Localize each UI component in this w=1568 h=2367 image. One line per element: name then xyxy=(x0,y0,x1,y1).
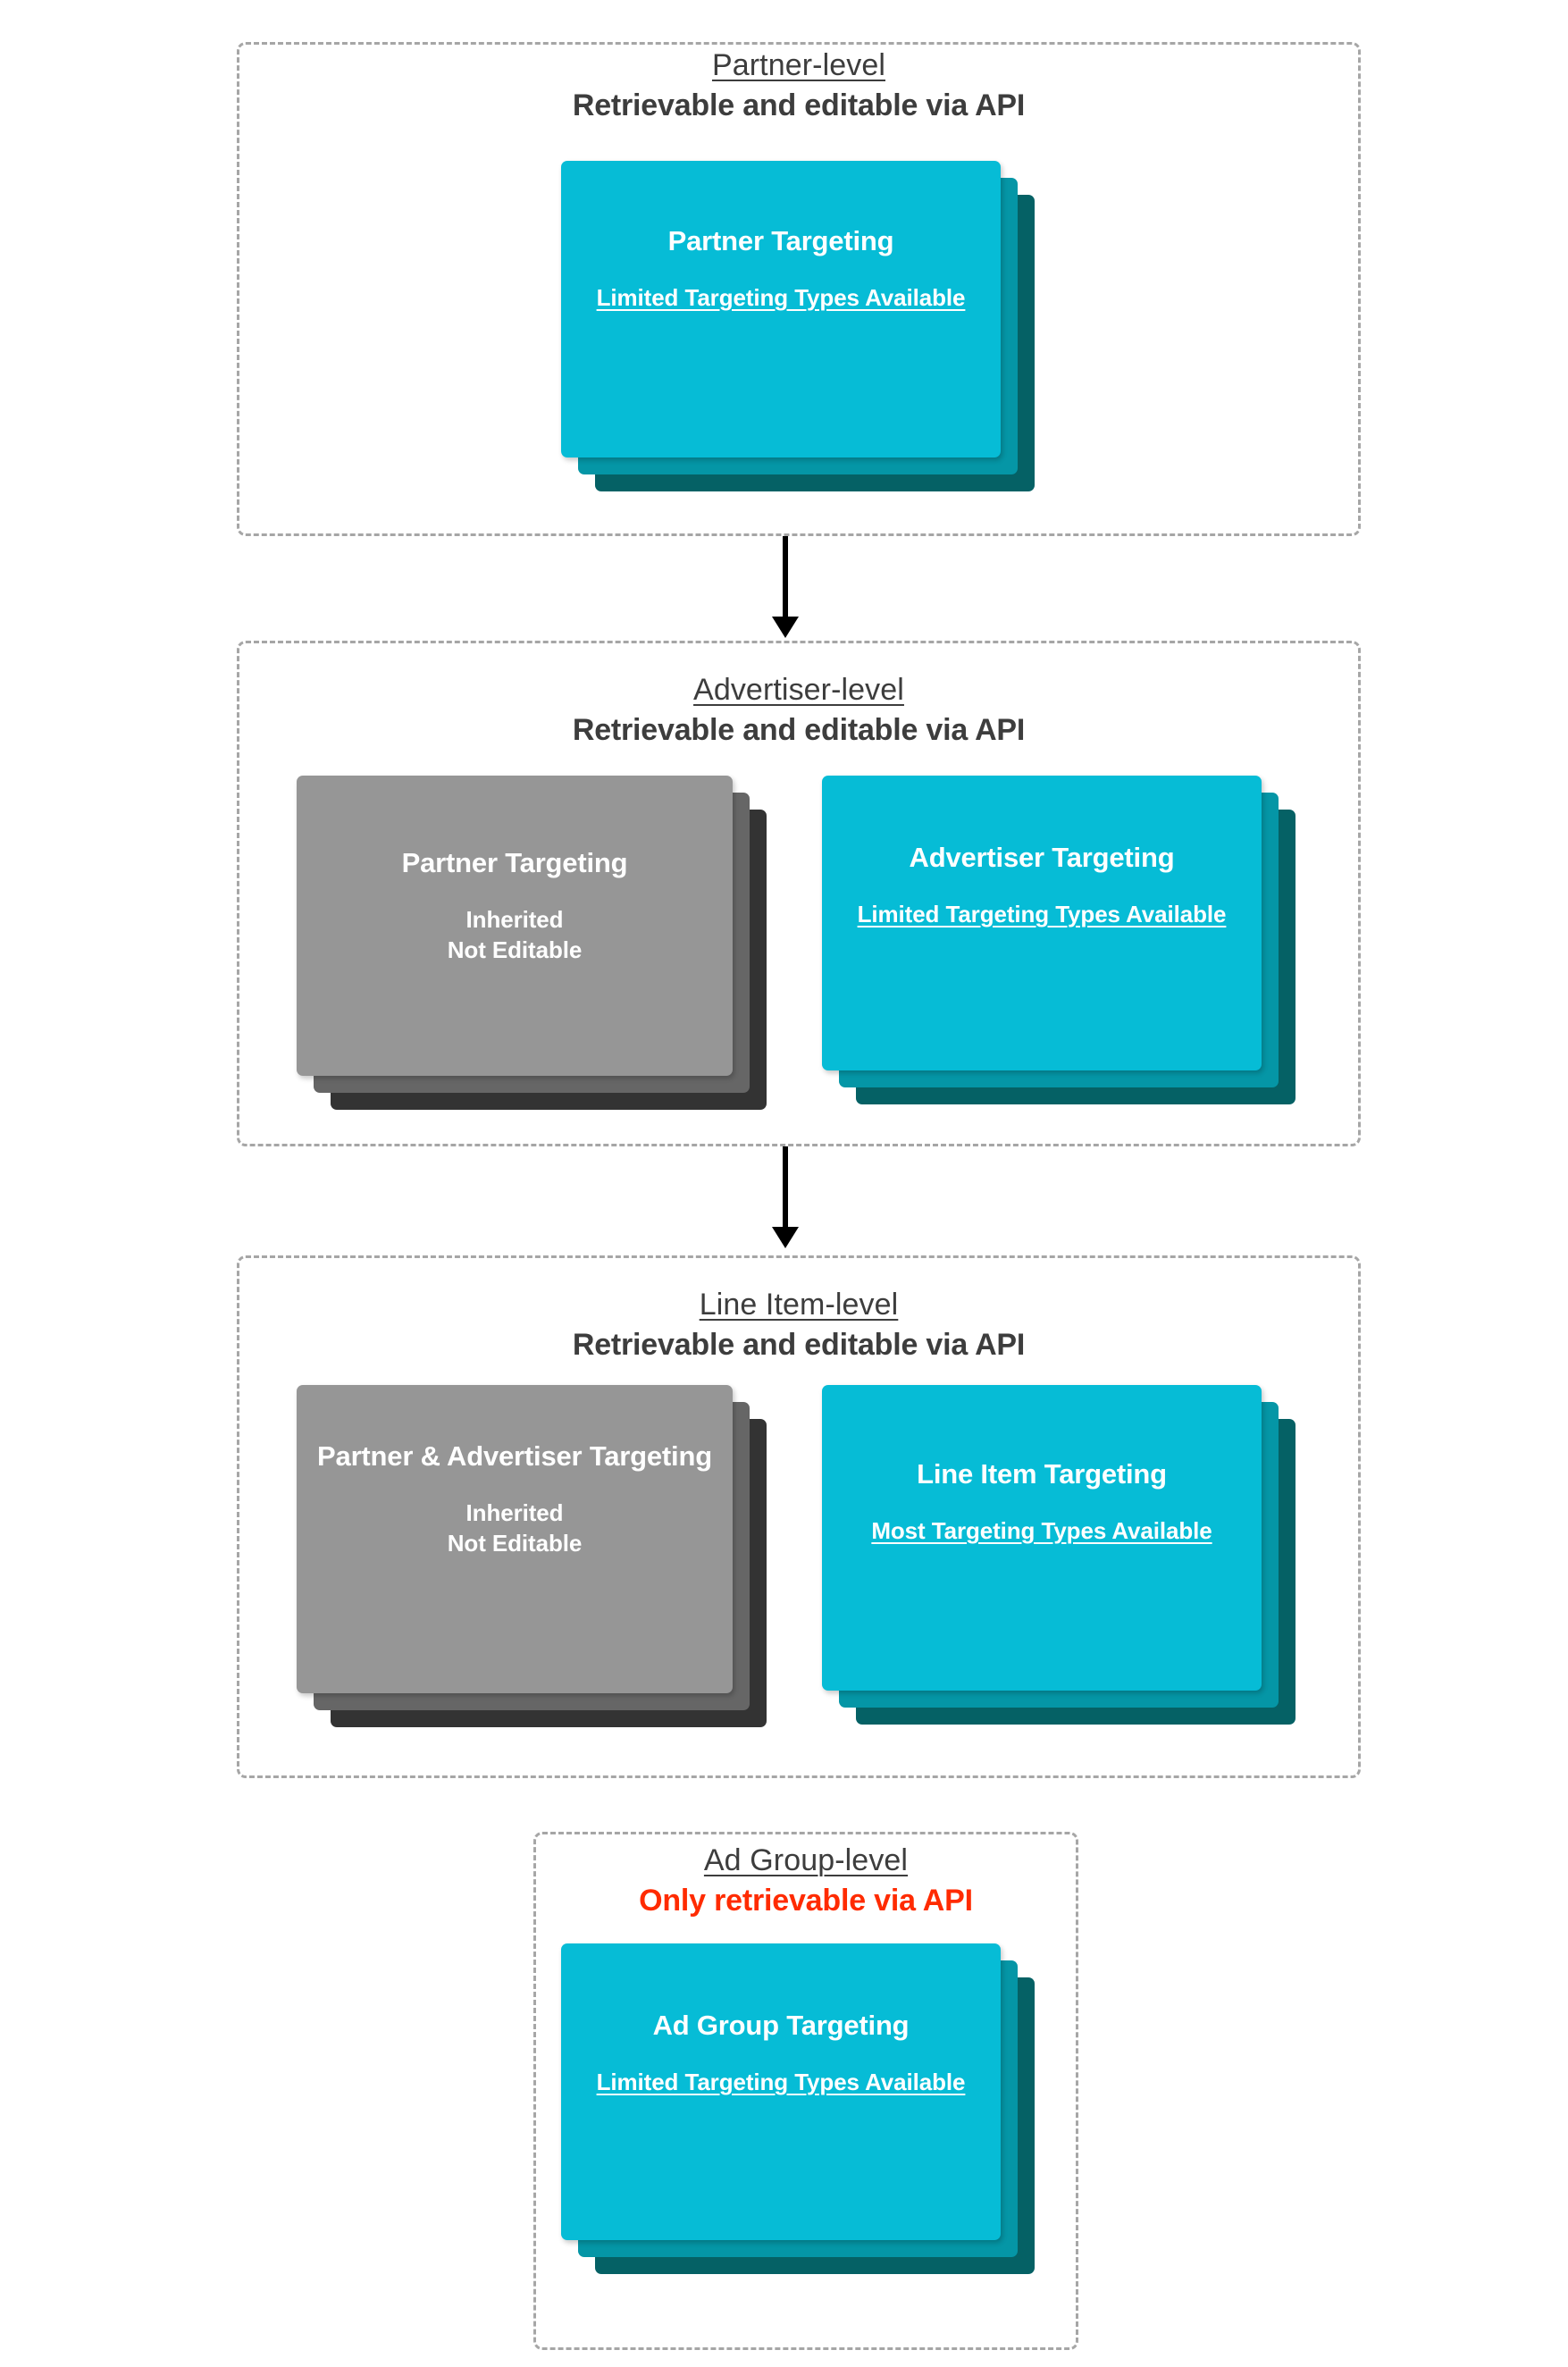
card-layer-front xyxy=(297,776,733,1076)
level-title-advertiser: Advertiser-level xyxy=(693,673,904,707)
level-header-ad-group: Ad Group-level Only retrievable via API xyxy=(533,1842,1078,1920)
card-stack-line-item-inherited[interactable]: Partner & Advertiser Targeting Inherited… xyxy=(297,1385,770,1742)
level-header-line-item: Line Item-level Retrievable and editable… xyxy=(237,1287,1361,1364)
card-body-advertiser-inherited: Partner Targeting Inherited Not Editable xyxy=(297,845,733,966)
card-stack-partner-targeting[interactable]: Partner Targeting Limited Targeting Type… xyxy=(561,161,1035,491)
card-title: Partner Targeting xyxy=(667,225,894,256)
card-title: Partner Targeting xyxy=(401,847,628,878)
level-container-partner xyxy=(237,42,1361,536)
card-layer-front xyxy=(822,1385,1262,1691)
card-body-ad-group-targeting: Ad Group Targeting Limited Targeting Typ… xyxy=(561,2008,1001,2097)
level-subtitle-advertiser: Retrievable and editable via API xyxy=(572,713,1026,748)
card-note: Limited Targeting Types Available xyxy=(596,283,966,311)
card-note: Inherited Not Editable xyxy=(447,1498,583,1557)
card-stack-advertiser-inherited[interactable]: Partner Targeting Inherited Not Editable xyxy=(297,776,770,1124)
card-note: Limited Targeting Types Available xyxy=(857,900,1227,927)
card-title: Advertiser Targeting xyxy=(909,842,1175,873)
level-container-ad-group xyxy=(533,1832,1078,2350)
card-title: Line Item Targeting xyxy=(917,1458,1167,1490)
card-body-line-item-inherited: Partner & Advertiser Targeting Inherited… xyxy=(297,1439,733,1559)
level-container-advertiser xyxy=(237,641,1361,1146)
level-header-partner: Partner-level Retrievable and editable v… xyxy=(237,47,1361,125)
card-note: Limited Targeting Types Available xyxy=(596,2068,966,2095)
card-note: Inherited Not Editable xyxy=(447,905,583,964)
level-title-line-item: Line Item-level xyxy=(699,1288,899,1322)
card-layer-front xyxy=(561,1943,1001,2240)
card-stack-line-item-targeting[interactable]: Line Item Targeting Most Targeting Types… xyxy=(822,1385,1295,1742)
level-subtitle-ad-group: Only retrievable via API xyxy=(639,1884,973,1918)
card-body-partner-targeting: Partner Targeting Limited Targeting Type… xyxy=(561,223,1001,313)
card-layer-front xyxy=(297,1385,733,1693)
level-subtitle-line-item: Retrievable and editable via API xyxy=(572,1328,1026,1363)
level-title-partner: Partner-level xyxy=(711,48,886,82)
card-layer-front xyxy=(561,161,1001,457)
level-header-advertiser: Advertiser-level Retrievable and editabl… xyxy=(237,672,1361,750)
card-layer-front xyxy=(822,776,1262,1070)
level-subtitle-partner: Retrievable and editable via API xyxy=(572,88,1026,123)
level-container-line-item xyxy=(237,1255,1361,1778)
card-note: Most Targeting Types Available xyxy=(871,1516,1212,1544)
card-stack-ad-group-targeting[interactable]: Ad Group Targeting Limited Targeting Typ… xyxy=(561,1943,1035,2283)
card-body-line-item-targeting: Line Item Targeting Most Targeting Types… xyxy=(822,1456,1262,1546)
card-title: Partner & Advertiser Targeting xyxy=(317,1440,712,1472)
card-title: Ad Group Targeting xyxy=(652,2010,910,2041)
card-stack-advertiser-targeting[interactable]: Advertiser Targeting Limited Targeting T… xyxy=(822,776,1295,1124)
card-body-advertiser-targeting: Advertiser Targeting Limited Targeting T… xyxy=(822,840,1262,929)
level-title-ad-group: Ad Group-level xyxy=(703,1843,909,1877)
connector-partner-to-advertiser xyxy=(772,536,799,638)
connector-advertiser-to-line-item xyxy=(772,1146,799,1248)
